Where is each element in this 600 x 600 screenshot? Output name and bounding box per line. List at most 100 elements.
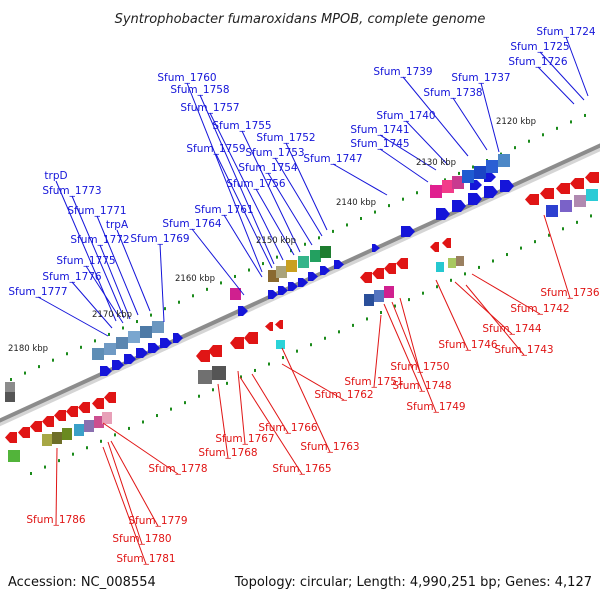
- leader-line: [223, 214, 263, 278]
- tick-mark-upper: [542, 133, 544, 137]
- gene-label-forward: Sfum_1740: [376, 110, 435, 122]
- gene-label-forward: Sfum_1758: [170, 84, 229, 96]
- tick-mark-lower: [240, 375, 242, 379]
- tick-mark-upper: [206, 287, 208, 291]
- leader-line: [71, 281, 113, 329]
- leader-line: [332, 163, 388, 196]
- protein-domain-box: [8, 450, 20, 462]
- tick-mark-lower: [408, 298, 410, 302]
- protein-domain-box: [62, 428, 72, 440]
- tick-mark-upper: [220, 281, 222, 285]
- tick-mark-lower: [296, 349, 298, 353]
- reverse-gene-arrow: [372, 268, 384, 279]
- forward-gene-arrow: [436, 208, 450, 220]
- tick-mark-upper: [262, 262, 264, 266]
- reverse-gene-arrow: [585, 172, 599, 183]
- leader-line: [402, 76, 469, 157]
- reverse-gene-arrow: [42, 416, 54, 427]
- tick-mark-lower: [268, 362, 270, 366]
- reverse-gene-arrow: [396, 258, 408, 269]
- tick-mark-lower: [338, 330, 340, 334]
- gene-label-forward: Sfum_1772: [70, 234, 129, 246]
- tick-mark-upper: [136, 320, 138, 324]
- leader-line: [565, 36, 589, 97]
- reverse-gene-arrow: [230, 337, 244, 349]
- gene-label-reverse: Sfum_1778: [148, 463, 207, 475]
- tick-mark-lower: [44, 465, 46, 469]
- forward-gene-arrow: [288, 282, 298, 291]
- protein-domain-box: [42, 434, 52, 446]
- gene-label-reverse: Sfum_1748: [392, 380, 451, 392]
- protein-domain-box: [212, 366, 226, 380]
- forward-gene-arrow: [112, 360, 124, 370]
- leader-line: [102, 446, 147, 565]
- protein-domain-box: [230, 288, 241, 300]
- reverse-gene-arrow: [556, 183, 570, 194]
- genome-stats-text: Topology: circular; Length: 4,990,251 bp…: [234, 575, 592, 590]
- tick-mark-upper: [10, 378, 12, 381]
- gene-label-reverse: Sfum_1749: [406, 401, 465, 413]
- tick-mark-lower: [464, 272, 466, 276]
- leader-line: [99, 244, 131, 320]
- gene-label-forward: Sfum_1737: [451, 72, 510, 84]
- tick-mark-upper: [178, 300, 180, 304]
- protein-domain-box: [94, 416, 104, 428]
- tick-mark-lower: [506, 253, 508, 257]
- protein-domain-box: [104, 343, 116, 355]
- gene-label-forward: Sfum_1764: [162, 218, 222, 230]
- gene-label-forward: Sfum_1769: [130, 233, 189, 245]
- protein-domain-box: [198, 370, 212, 384]
- reverse-gene-arrow: [18, 427, 30, 438]
- gene-label-forward: Sfum_1724: [536, 26, 596, 38]
- gene-label-forward: Sfum_1755: [212, 120, 271, 132]
- protein-domain-box: [442, 180, 454, 193]
- protein-domain-box: [384, 286, 394, 298]
- leader-line: [241, 130, 301, 253]
- leader-line: [251, 373, 289, 434]
- forward-gene-arrow: [124, 354, 136, 364]
- leader-line: [379, 134, 437, 171]
- leader-line: [255, 188, 295, 256]
- gene-label-reverse: Sfum_1780: [112, 533, 171, 545]
- gene-label-reverse: Sfum_1766: [258, 422, 318, 434]
- tick-mark-upper: [94, 339, 96, 343]
- gene-label-forward: Sfum_1757: [180, 102, 239, 114]
- gene-label-reverse: Sfum_1746: [438, 339, 498, 351]
- tick-mark-lower: [184, 401, 186, 405]
- leader-line: [452, 97, 488, 151]
- gene-label-reverse: Sfum_1744: [482, 323, 542, 335]
- gene-label-forward: Sfum_1773: [42, 185, 101, 197]
- leader-line: [373, 314, 382, 388]
- reverse-gene-arrow: [5, 432, 17, 443]
- label-leader-lines: [37, 36, 589, 565]
- reverse-gene-arrow: [78, 402, 90, 413]
- tick-mark-lower: [142, 420, 144, 424]
- tick-mark-lower: [86, 446, 88, 450]
- tick-mark-upper: [38, 365, 40, 369]
- tick-mark-upper: [514, 146, 516, 150]
- tick-mark-lower: [394, 304, 396, 308]
- tick-mark-lower: [226, 381, 228, 385]
- forward-gene-arrow: [160, 338, 172, 348]
- tick-mark-lower: [282, 356, 284, 360]
- tick-mark-upper: [388, 204, 390, 208]
- forward-gene-arrow: [320, 266, 330, 275]
- protein-domain-box: [5, 392, 15, 402]
- reverse-gene-arrow: [104, 392, 116, 403]
- tick-mark-upper: [360, 217, 362, 220]
- protein-domain-box: [116, 337, 128, 349]
- leader-line: [285, 142, 328, 231]
- tick-mark-lower: [310, 343, 312, 347]
- tick-mark-lower: [254, 368, 256, 372]
- tick-mark-lower: [100, 439, 102, 443]
- gene-label-reverse: Sfum_1762: [314, 389, 373, 401]
- forward-gene-arrow: [268, 290, 278, 299]
- reverse-gene-arrow: [360, 272, 372, 283]
- leader-line: [55, 447, 58, 526]
- gene-label-reverse: Sfum_1779: [128, 515, 187, 527]
- leader-line: [239, 376, 303, 475]
- leader-line: [191, 228, 245, 296]
- reverse-gene-arrow: [430, 242, 439, 252]
- forward-gene-arrow: [334, 260, 344, 269]
